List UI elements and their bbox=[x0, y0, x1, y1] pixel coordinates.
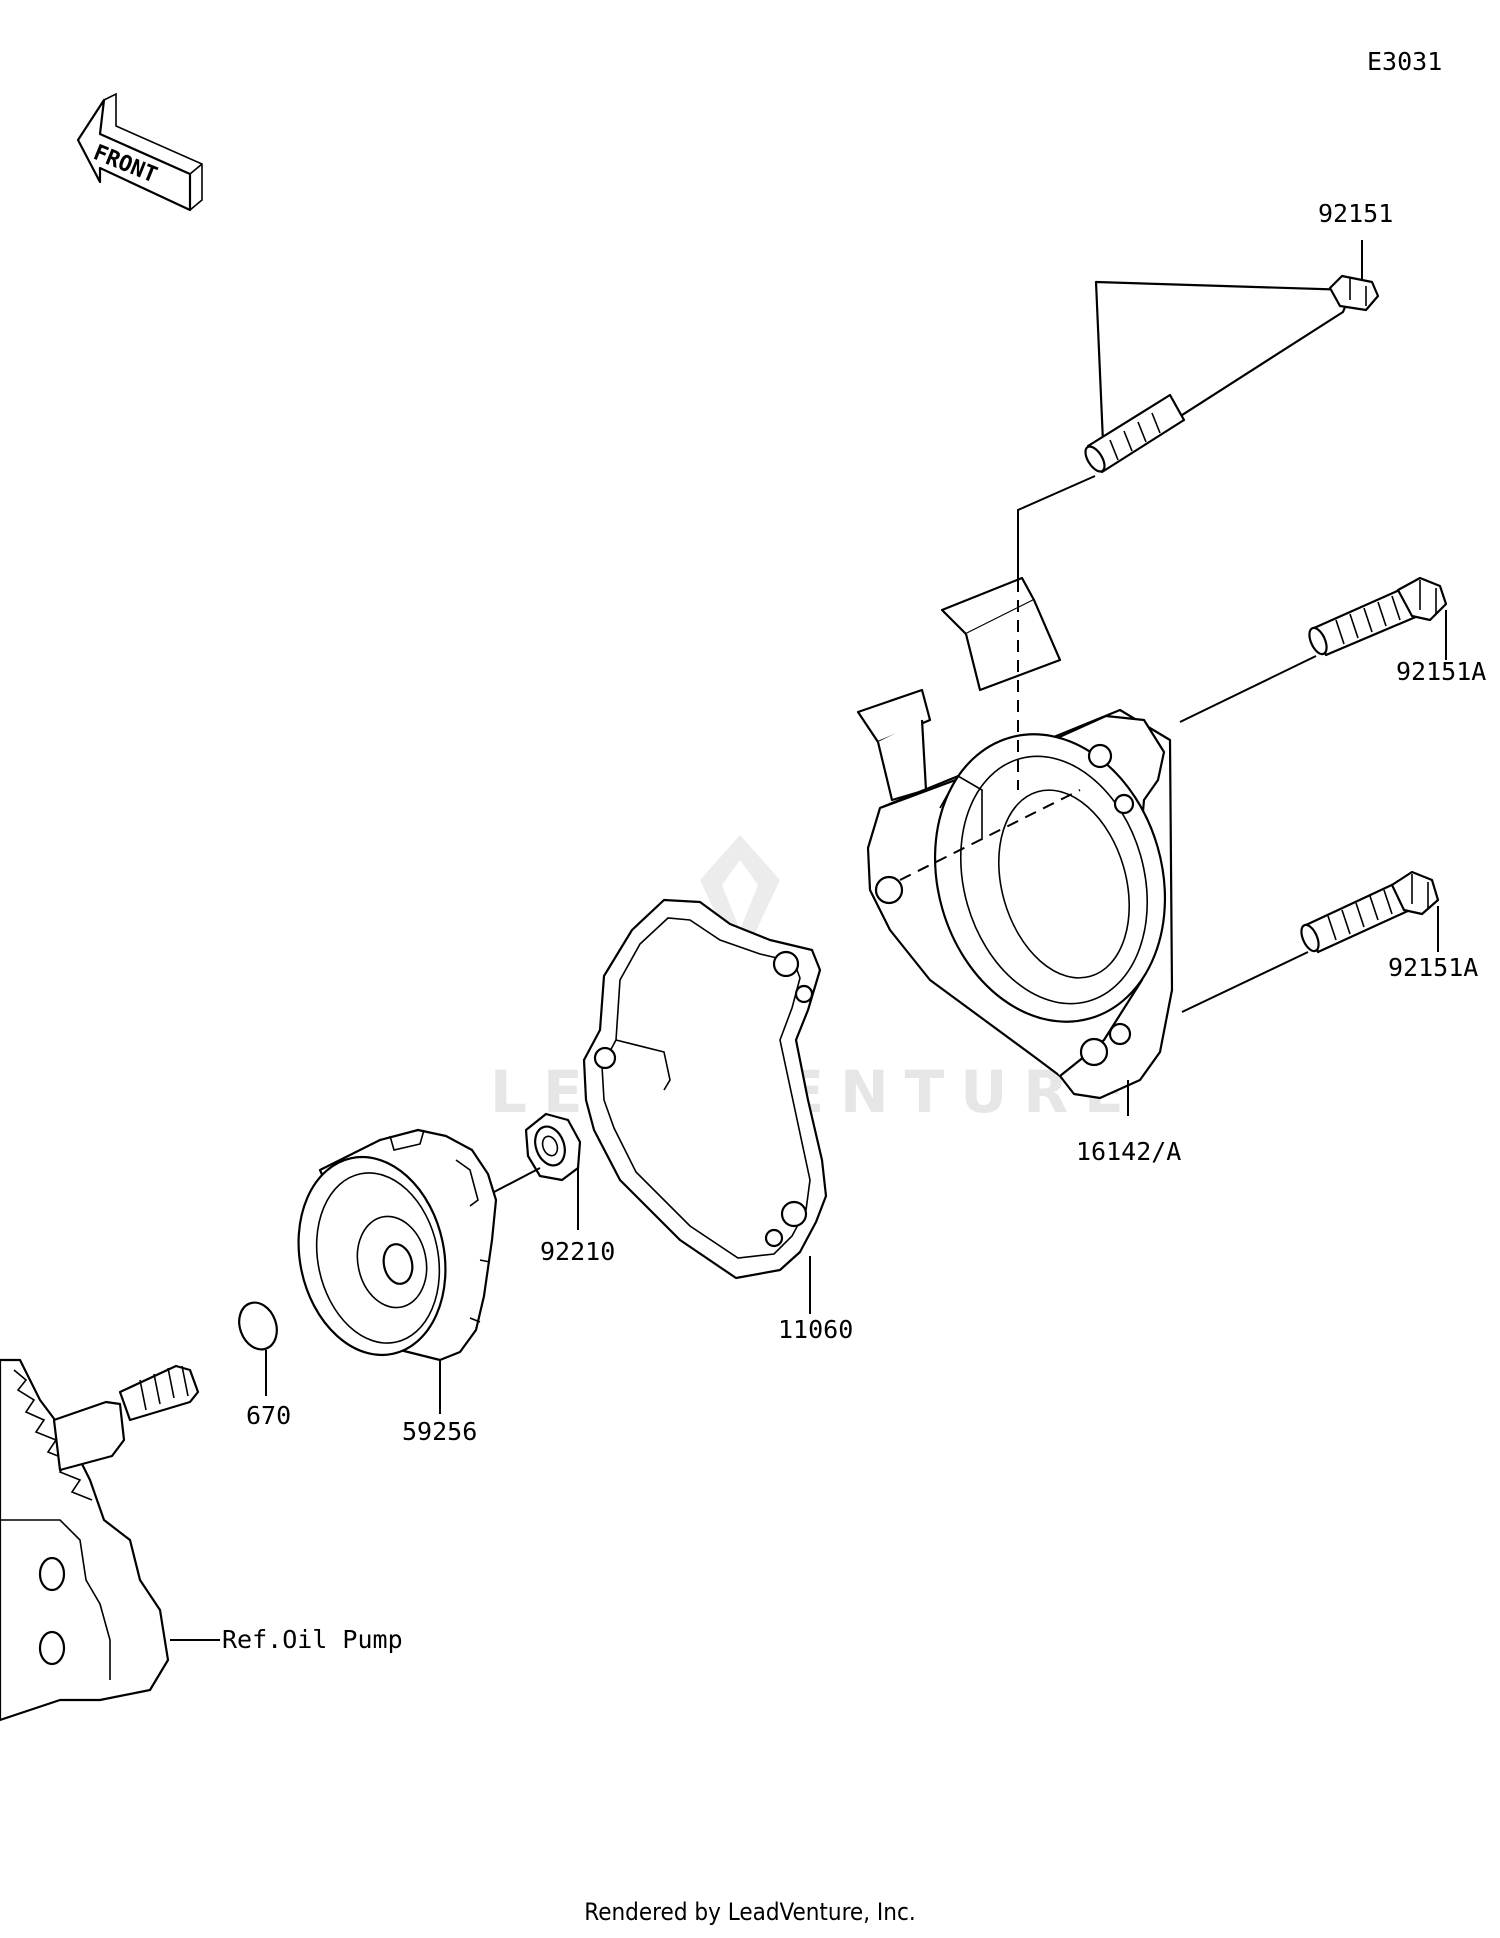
o-ring bbox=[238, 1301, 278, 1351]
lower-bolt-leader bbox=[1181, 951, 1309, 1013]
impeller bbox=[297, 1128, 498, 1362]
gasket-label: 11060 bbox=[778, 1315, 853, 1344]
impeller-label: 59256 bbox=[402, 1417, 477, 1446]
long-bolt-leader bbox=[1017, 475, 1096, 580]
nut-leader bbox=[493, 1167, 541, 1193]
long-bolt-label: 92151 bbox=[1318, 199, 1393, 228]
pump-cover-label: 16142/A bbox=[1076, 1137, 1181, 1166]
oil-pump-reference-label: Ref.Oil Pump bbox=[222, 1625, 403, 1654]
pump-cover bbox=[856, 576, 1174, 1100]
o-ring-label: 670 bbox=[246, 1401, 291, 1430]
lower-bolt bbox=[1300, 870, 1440, 954]
front-direction-arrow: FRONT bbox=[76, 92, 203, 212]
footer-credit: Rendered by LeadVenture, Inc. bbox=[584, 1898, 916, 1926]
upper-bolt bbox=[1308, 576, 1448, 657]
long-bolt bbox=[1084, 274, 1380, 474]
upper-bolt-leader bbox=[1179, 655, 1317, 723]
upper-bolt-label: 92151A bbox=[1396, 657, 1486, 686]
nut bbox=[524, 1112, 582, 1182]
nut-label: 92210 bbox=[540, 1237, 615, 1266]
gasket bbox=[582, 898, 828, 1280]
lower-bolt-label: 92151A bbox=[1388, 953, 1478, 982]
diagram-code: E3031 bbox=[1367, 47, 1442, 76]
oil-pump-reference bbox=[0, 1358, 200, 1722]
